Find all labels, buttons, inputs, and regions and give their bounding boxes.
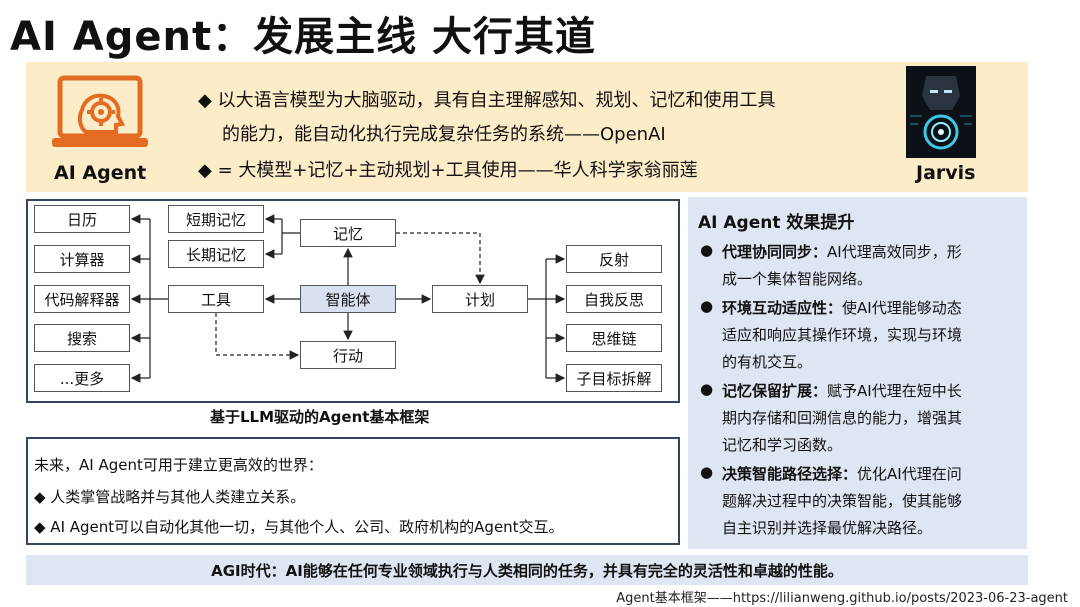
plan-item-self-critics: 自我反思 [566, 285, 662, 313]
ai-agent-logo-icon [50, 70, 150, 160]
effect-4-line: 决策智能路径选择：优化AI代理在问 [722, 463, 962, 484]
effect-3-text: 期内存储和回溯信息的能力，增强其 [722, 407, 962, 428]
node-action: 行动 [300, 341, 396, 369]
effect-2-text: 适应和响应其操作环境，实现与环境 [722, 324, 962, 345]
tool-item-calculator: 计算器 [34, 245, 130, 273]
effect-3-line: 记忆保留扩展：赋予AI代理在短中长 [722, 380, 962, 401]
ai-agent-label: AI Agent [54, 162, 146, 184]
effects-bullet-icon: ● [700, 380, 713, 398]
effect-4-head: 决策智能路径选择： [722, 465, 857, 483]
effect-3-text: 记忆和学习函数。 [722, 434, 842, 455]
tool-item-more: ...更多 [34, 364, 130, 392]
tool-item-search: 搜索 [34, 324, 130, 352]
effects-bullet-icon: ● [700, 241, 713, 259]
effect-2-head: 环境互动适应性： [722, 299, 842, 317]
definition-formula-line: ◆ = 大模型+记忆+主动规划+工具使用——华人科学家翁丽莲 [198, 156, 698, 182]
effect-2-text: 使AI代理能够动态 [842, 299, 962, 317]
agi-era-banner: AGI时代：AI能够在任何专业领域执行与人类相同的任务，并具有完全的灵活性和卓越… [26, 555, 1028, 585]
node-plan: 计划 [432, 285, 528, 313]
diagram-caption: 基于LLM驱动的Agent基本框架 [210, 406, 429, 427]
effect-1-line: 代理协同同步：AI代理高效同步，形 [722, 241, 962, 262]
effect-3-text: 赋予AI代理在短中长 [827, 382, 962, 400]
node-long-term-memory: 长期记忆 [168, 240, 264, 268]
node-agent: 智能体 [300, 285, 396, 313]
jarvis-image [906, 66, 976, 158]
effect-1-head: 代理协同同步： [722, 243, 827, 261]
node-short-term-memory: 短期记忆 [168, 205, 264, 233]
effect-2-text: 的有机交互。 [722, 351, 812, 372]
node-tools: 工具 [168, 285, 264, 313]
future-item: ◆ 人类掌管战略并与其他人类建立关系。 [34, 486, 305, 507]
plan-item-reflection: 反射 [566, 245, 662, 273]
footer-source: Agent基本框架——https://lilianweng.github.io/… [616, 587, 1068, 606]
effect-4-text: 自主识别并选择最优解决路径。 [722, 517, 932, 538]
jarvis-hud-icon [906, 66, 976, 158]
effects-bullet-icon: ● [700, 297, 713, 315]
future-intro: 未来，AI Agent可用于建立更高效的世界： [34, 454, 323, 475]
page-title: AI Agent：发展主线 大行其道 [10, 4, 596, 62]
effect-1-text: AI代理高效同步，形 [827, 243, 962, 261]
definition-openai-line1: ◆ 以大语言模型为大脑驱动，具有自主理解感知、规划、记忆和使用工具 [198, 86, 776, 112]
effect-3-head: 记忆保留扩展： [722, 382, 827, 400]
effect-4-text: 题解决过程中的决策智能，使其能够 [722, 490, 962, 511]
effect-4-text: 优化AI代理在问 [857, 465, 962, 483]
definition-openai-line2: 的能力，能自动化执行完成复杂任务的系统——OpenAI [222, 120, 666, 146]
future-item: ◆ AI Agent可以自动化其他一切，与其他个人、公司、政府机构的Agent交… [34, 516, 564, 537]
plan-item-subgoal-decomposition: 子目标拆解 [566, 364, 662, 392]
effect-2-line: 环境互动适应性：使AI代理能够动态 [722, 297, 962, 318]
effects-bullet-icon: ● [700, 463, 713, 481]
tool-item-code-interpreter: 代码解释器 [34, 285, 130, 313]
tool-item-calendar: 日历 [34, 205, 130, 233]
effects-title: AI Agent 效果提升 [698, 208, 854, 233]
node-memory: 记忆 [300, 219, 396, 247]
effect-1-text: 成一个集体智能网络。 [722, 268, 872, 289]
jarvis-label: Jarvis [916, 162, 975, 184]
plan-item-chain-of-thought: 思维链 [566, 324, 662, 352]
